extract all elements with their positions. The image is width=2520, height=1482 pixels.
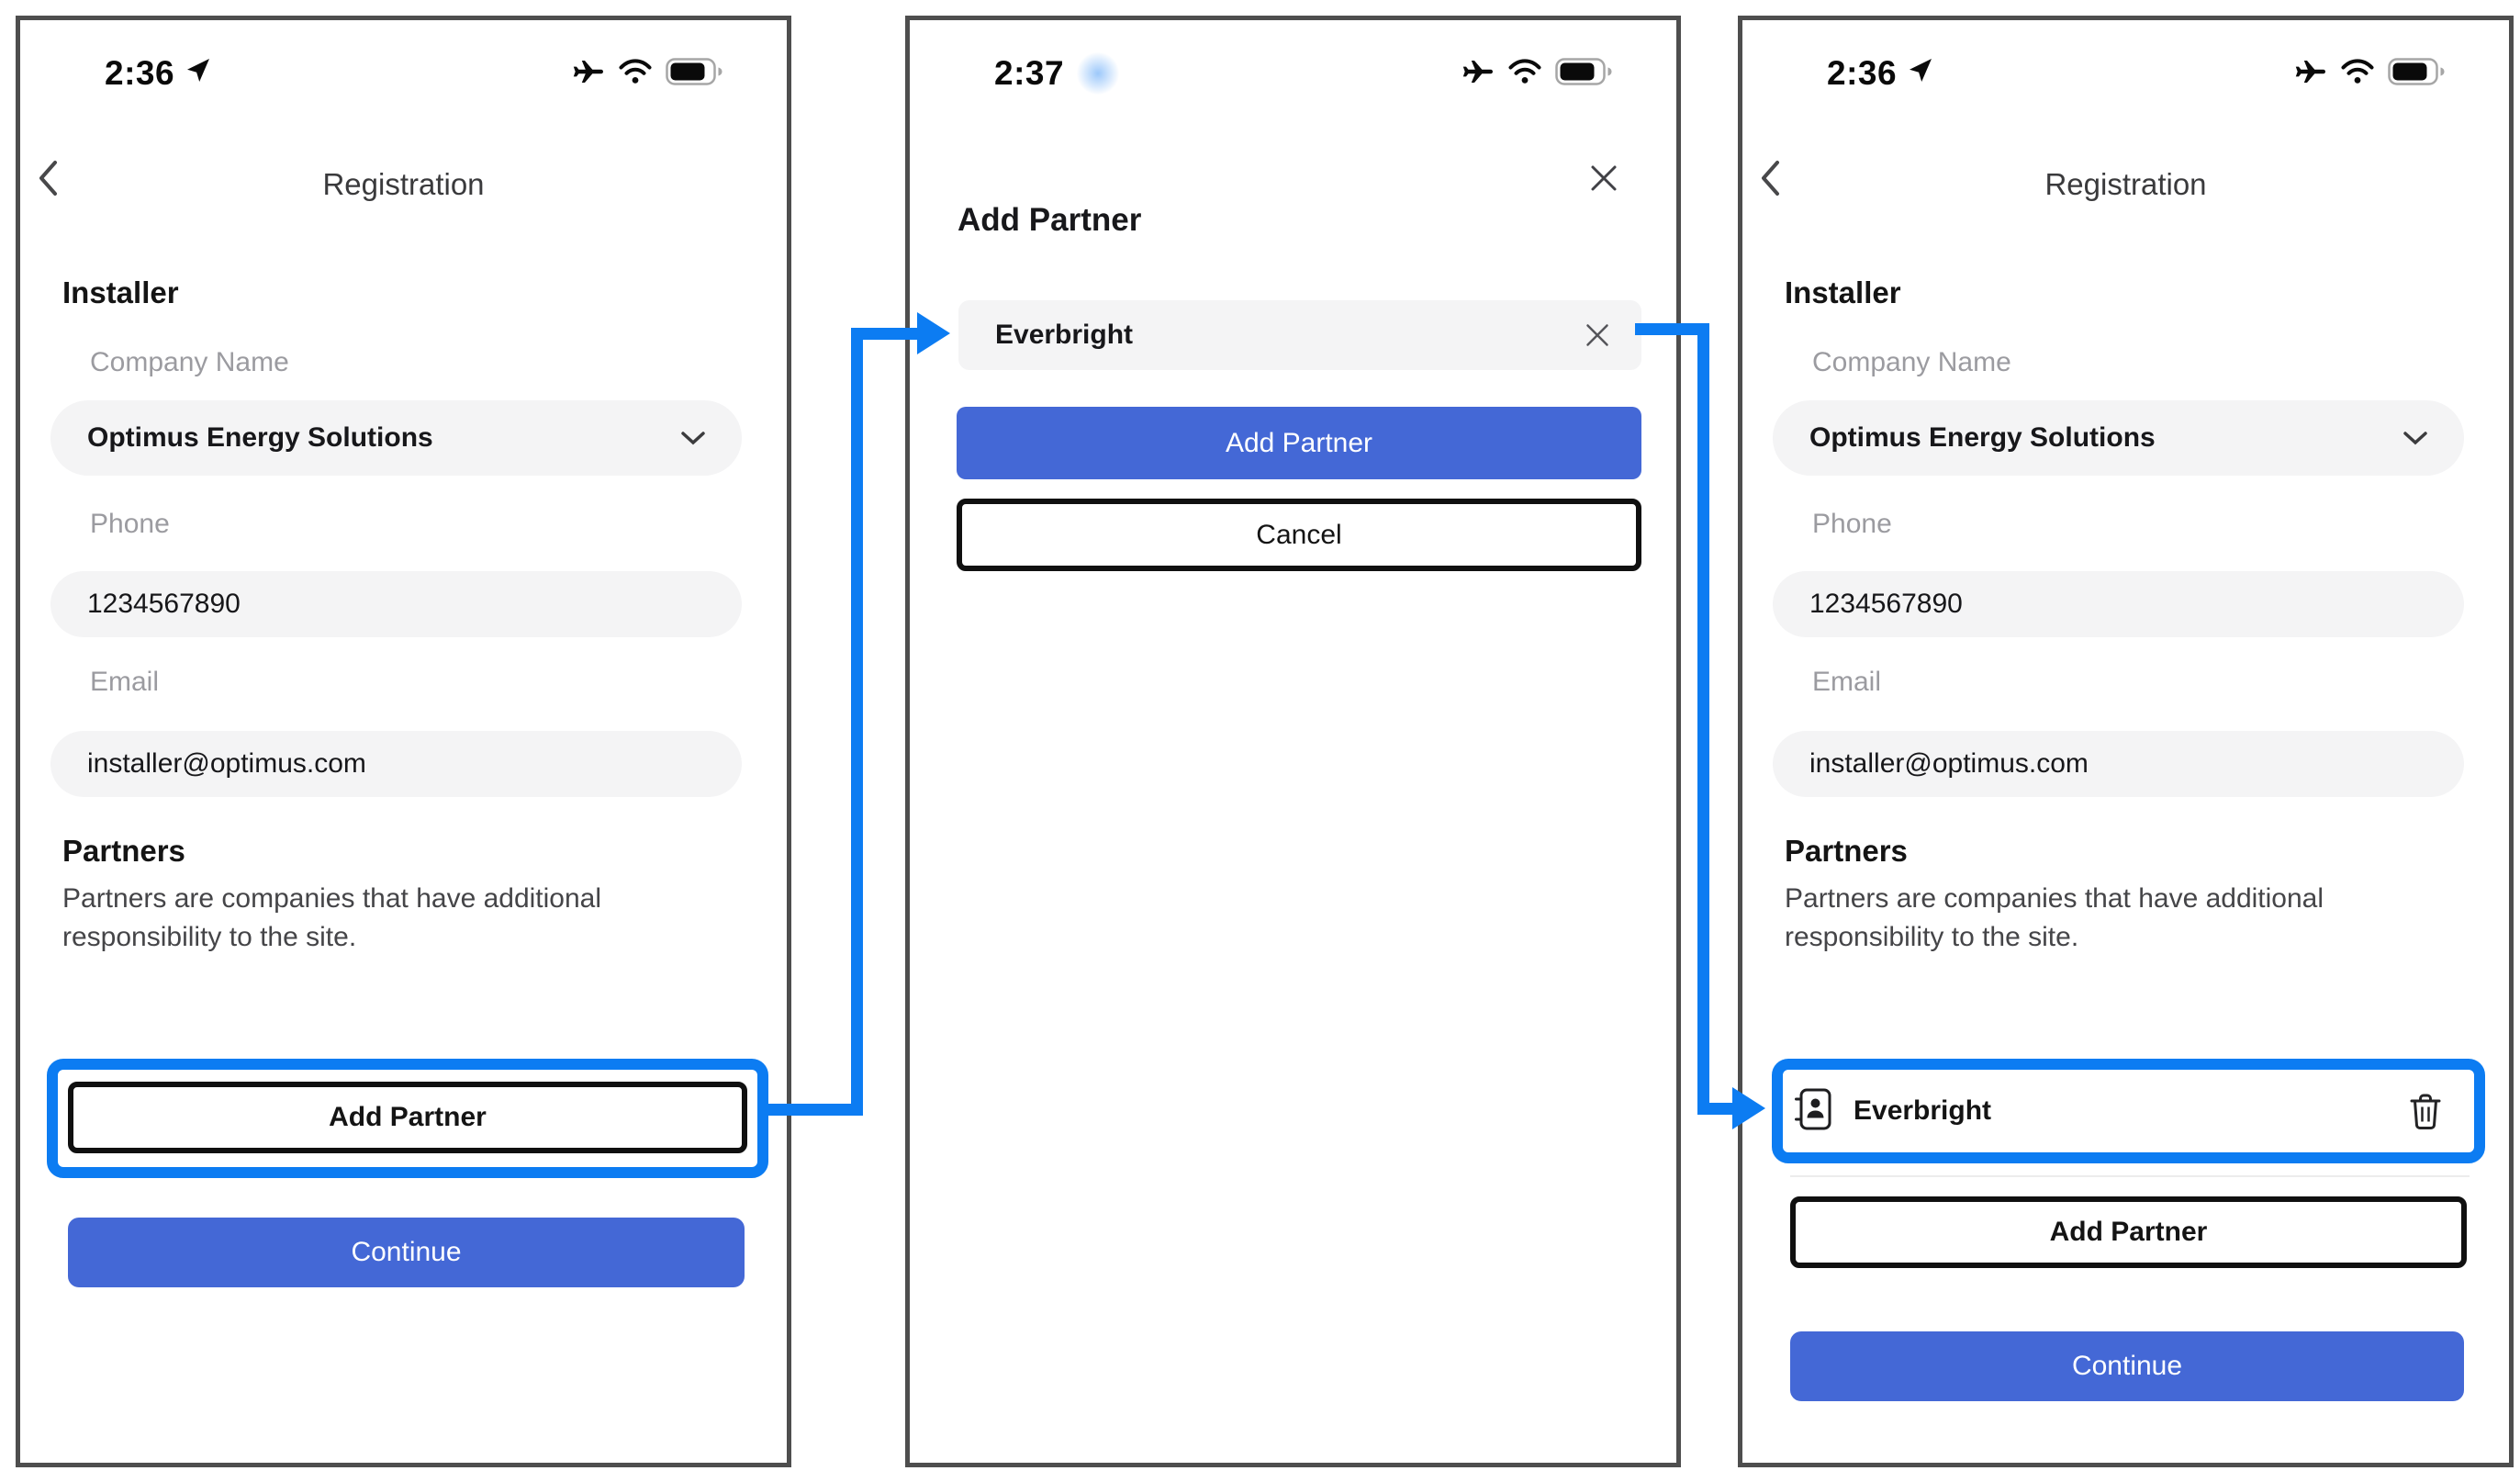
status-bar: 2:36 — [1742, 51, 2509, 95]
partners-heading: Partners — [62, 834, 185, 868]
chevron-left-icon — [37, 161, 59, 200]
phone-frame-registration-after: 2:36 Registration — [1738, 16, 2514, 1467]
airplane-icon — [1462, 60, 1495, 88]
airplane-icon — [572, 60, 605, 88]
phone-frame-registration-before: 2:36 Registration — [16, 16, 791, 1467]
company-name-dropdown[interactable]: Optimus Energy Solutions — [50, 400, 742, 476]
cancel-button-label: Cancel — [1256, 519, 1342, 550]
partners-description: Partners are companies that have additio… — [1785, 883, 2324, 952]
location-icon — [1906, 54, 1933, 93]
status-bar: 2:37 — [910, 51, 1676, 95]
partner-name-input[interactable]: Everbright — [958, 300, 1641, 370]
company-name-value: Optimus Energy Solutions — [87, 422, 433, 453]
close-x-icon — [1589, 165, 1618, 196]
partners-heading: Partners — [1785, 834, 1908, 868]
page-title: Registration — [2044, 167, 2207, 201]
phone-value: 1234567890 — [87, 589, 241, 619]
add-partner-submit-button[interactable]: Add Partner — [957, 407, 1641, 479]
phone-label: Phone — [1812, 509, 1892, 539]
email-label: Email — [1812, 667, 1882, 697]
modal-title: Add Partner — [958, 202, 1142, 238]
wifi-icon — [2341, 58, 2374, 89]
battery-icon — [666, 57, 722, 90]
continue-button[interactable]: Continue — [68, 1218, 745, 1287]
location-indicator-blob — [1077, 52, 1120, 95]
page-title: Registration — [322, 167, 485, 201]
status-time: 2:36 — [105, 54, 175, 92]
trash-icon — [2409, 1094, 2442, 1135]
arrow-head-icon — [917, 312, 950, 354]
company-name-label: Company Name — [1812, 347, 2011, 377]
phone-field[interactable]: 1234567890 — [50, 571, 742, 637]
continue-button-label: Continue — [351, 1237, 462, 1267]
battery-icon — [1555, 57, 1612, 90]
status-bar: 2:36 — [20, 51, 787, 95]
email-field[interactable]: installer@optimus.com — [1773, 731, 2464, 797]
add-partner-button[interactable]: Add Partner — [1790, 1196, 2467, 1268]
company-name-value: Optimus Energy Solutions — [1809, 422, 2156, 453]
installer-heading: Installer — [62, 275, 179, 309]
add-partner-button-label: Add Partner — [329, 1102, 487, 1132]
phone-frame-add-partner-modal: 2:37 Add Partner Everbright — [905, 16, 1681, 1467]
close-button[interactable] — [1589, 163, 1618, 197]
continue-button[interactable]: Continue — [1790, 1331, 2464, 1401]
back-button[interactable] — [37, 160, 59, 201]
clear-x-icon[interactable] — [1585, 322, 1610, 348]
arrow-head-icon — [1732, 1087, 1765, 1129]
wifi-icon — [619, 58, 652, 89]
delete-partner-button[interactable] — [2409, 1093, 2442, 1136]
back-button[interactable] — [1759, 160, 1781, 201]
partner-name: Everbright — [1854, 1095, 1992, 1126]
company-name-dropdown[interactable]: Optimus Energy Solutions — [1773, 400, 2464, 476]
partners-description: Partners are companies that have additio… — [62, 883, 602, 952]
continue-button-label: Continue — [2071, 1351, 2183, 1381]
add-partner-button[interactable]: Add Partner — [68, 1082, 747, 1153]
phone-field[interactable]: 1234567890 — [1773, 571, 2464, 637]
email-value: installer@optimus.com — [87, 748, 366, 779]
email-value: installer@optimus.com — [1809, 748, 2089, 779]
cancel-button[interactable]: Cancel — [957, 499, 1641, 571]
location-icon — [184, 54, 211, 93]
status-time: 2:37 — [994, 54, 1065, 92]
phone-label: Phone — [90, 509, 170, 539]
email-field[interactable]: installer@optimus.com — [50, 731, 742, 797]
battery-icon — [2388, 57, 2445, 90]
chevron-down-icon — [681, 431, 705, 445]
partner-row[interactable]: Everbright — [1793, 1087, 1991, 1135]
partner-row-highlight — [1772, 1059, 2485, 1163]
chevron-left-icon — [1759, 161, 1781, 200]
partner-name-value: Everbright — [995, 320, 1134, 350]
installer-heading: Installer — [1785, 275, 1901, 309]
airplane-icon — [2294, 60, 2327, 88]
status-time: 2:36 — [1827, 54, 1898, 92]
add-partner-button-label: Add Partner — [2049, 1217, 2208, 1247]
chevron-down-icon — [2403, 431, 2427, 445]
wifi-icon — [1508, 58, 1541, 89]
email-label: Email — [90, 667, 160, 697]
company-name-label: Company Name — [90, 347, 289, 377]
divider — [1790, 1175, 2470, 1177]
contact-card-icon — [1793, 1087, 1833, 1136]
add-partner-submit-label: Add Partner — [1225, 427, 1373, 458]
phone-value: 1234567890 — [1809, 589, 1963, 619]
